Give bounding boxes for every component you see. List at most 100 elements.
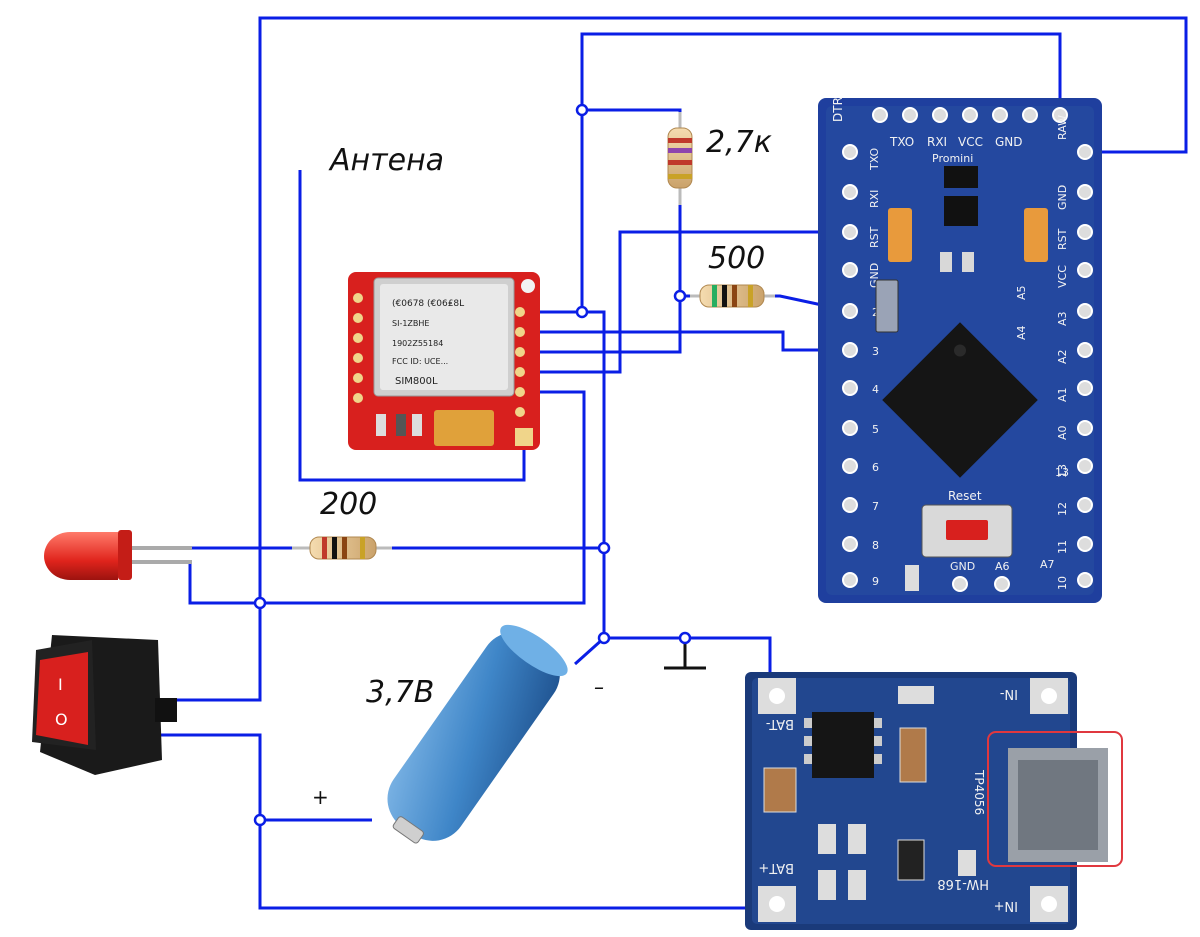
ic-pin [874,718,882,728]
label-battery-voltage: 3,7В [366,675,434,710]
sim-chip-line: SI-1ZBHE [392,319,429,328]
mcu-dot [954,344,966,357]
junction-node [597,541,611,555]
pin-label-a2: A2 [1056,349,1069,364]
pin-hole [1077,536,1093,552]
label-battery-minus: – [594,675,604,699]
wire-antenna [298,170,526,482]
junction-node [673,289,687,303]
sim-chip-line: (€0678 (€06₤8L [392,299,464,309]
capacitor [888,208,912,262]
pin-label-5: 5 [872,423,879,436]
pin-hole [1077,262,1093,278]
arduino-left-pins [842,144,858,588]
pin-hole [994,576,1010,592]
smd-part [376,414,386,436]
resistor-band [342,537,347,559]
capacitor [1024,208,1048,262]
smd-resistor [962,252,974,272]
arduino-right-pins [1077,144,1093,588]
usb-highlight-box [987,731,1123,867]
label-chip-type: TP4056 [972,769,986,815]
pin-label-3: 3 [872,345,879,358]
resistor-band [748,285,753,307]
pin-hole [842,342,858,358]
pin-hole [842,420,858,436]
resistor-band [668,174,692,179]
pin-pad [515,347,525,357]
crystal [875,279,899,333]
pad-hole [1041,896,1057,912]
pin-label-a4: A4 [1015,325,1028,340]
pin-label-vcc-right: VCC [1056,265,1069,288]
pin-label-4: 4 [872,383,879,396]
smd-led [898,686,934,704]
ic-pin [804,718,812,728]
resistor-band [668,148,692,153]
pin-label-txo: TXO [868,147,881,171]
pin-hole [1052,107,1068,123]
led-rim [118,530,132,580]
pin-label-rxi: RXI [868,190,881,208]
pin-label-a1: A1 [1056,387,1069,402]
atmega-chip [882,322,1038,478]
ic-pin [804,736,812,746]
resistor-band [668,160,692,165]
pin-pad [515,307,525,317]
antenna-pad [515,428,533,446]
junction-node [253,813,267,827]
smd-part [412,414,422,436]
board-label-promini: Promini [932,152,973,165]
junction-node [575,103,589,117]
pin-hole [1077,380,1093,396]
smd-part [396,414,406,436]
pin-label-raw: RAW [1056,115,1069,140]
pin-label-txo-top: TXO [889,135,914,149]
pin-pad [515,407,525,417]
switch-on-label: I [58,675,63,694]
wire-sim-vcc [520,310,606,638]
sim-chip-line: 1902Z55184 [392,339,443,348]
pin-label-11: 11 [1056,540,1069,554]
mount-hole [521,279,535,293]
pin-hole [842,224,858,240]
label-in-minus: IN- [999,686,1018,701]
resistor-band [712,285,717,307]
pin-label-a0: A0 [1056,425,1069,440]
pin-label-9: 9 [872,575,879,588]
regulator-chip [944,196,978,226]
rocker-switch: I O [32,635,177,775]
charger-ic [812,712,874,778]
ic-pin [874,736,882,746]
pin-label-10: 10 [1056,576,1069,590]
wire-rst [520,230,850,374]
label-model: HW-168 [937,876,989,891]
led-body [44,532,118,580]
pin-label-rxi-top: RXI [927,135,947,149]
label-resistor-200: 200 [320,487,377,522]
pin-hole [992,107,1008,123]
pin-hole [932,107,948,123]
wire-pin3 [520,330,850,352]
sim-chip-label: SIM800L [395,376,438,387]
label-bat-minus: BAT- [765,716,794,731]
label-resistor-2k7: 2,7к [706,125,772,160]
pin-label-7: 7 [872,500,879,513]
pin-label-dtr: DTR [831,97,845,122]
smd-led [905,565,919,591]
tantalum-capacitor [434,410,494,446]
junction-node [678,631,692,645]
label-gnd-bottom: GND [950,560,975,573]
pin-label-6: 6 [872,461,879,474]
pad-hole [769,896,785,912]
resistor-band [360,537,365,559]
regulator-chip [944,166,978,188]
battery-terminal [392,816,424,844]
junction-node [253,596,267,610]
pin-hole [842,572,858,588]
smd-resistor [940,252,952,272]
pin-hole [842,144,858,160]
pin-label-gnd-top: GND [995,135,1023,149]
pin-label-8: 8 [872,539,879,552]
tp4056-charger: BAT- BAT+ IN- IN+ HW-168 TP4056 [745,672,1123,930]
